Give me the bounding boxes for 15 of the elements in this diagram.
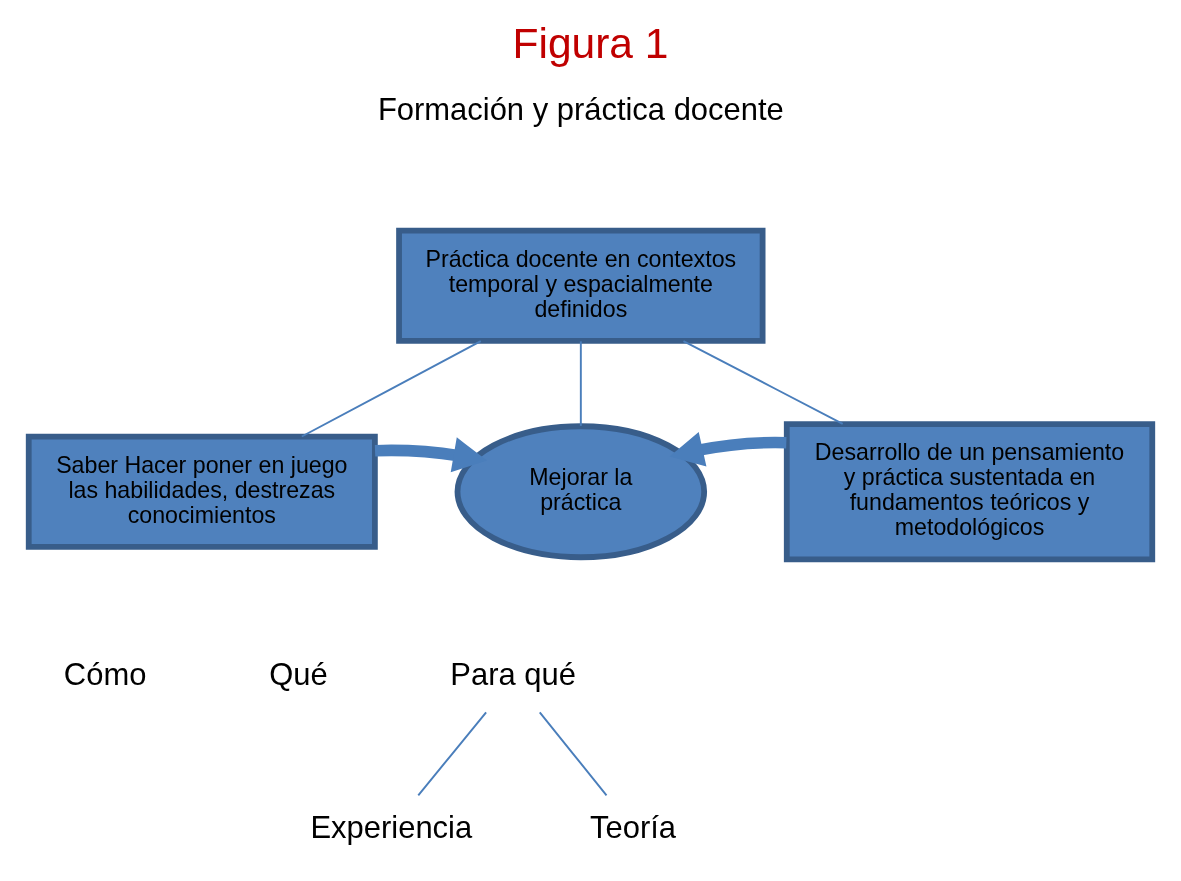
node-box: Desarrollo de un pensamiento y práctica sustentada en fundamentos teóricos y metodológicos [783,421,1156,563]
connector [579,340,582,427]
node-text: Teoría [590,809,677,845]
diagram-title: Figura 1 [512,18,669,67]
connector [538,711,608,797]
node-text: Para qué [450,656,576,692]
connector [417,711,488,797]
node-text: Experiencia [310,809,473,845]
connector [300,340,482,438]
node-box: Práctica docente en contextos temporal y espacialmente definidos [396,227,766,344]
label: Qué [269,656,328,692]
node-box: Saber Hacer poner en juego las habilidades, destrezas conocimientos [25,433,378,550]
label: Formación y práctica docente [377,92,784,128]
connector [682,340,844,425]
label: Cómo [63,656,147,692]
